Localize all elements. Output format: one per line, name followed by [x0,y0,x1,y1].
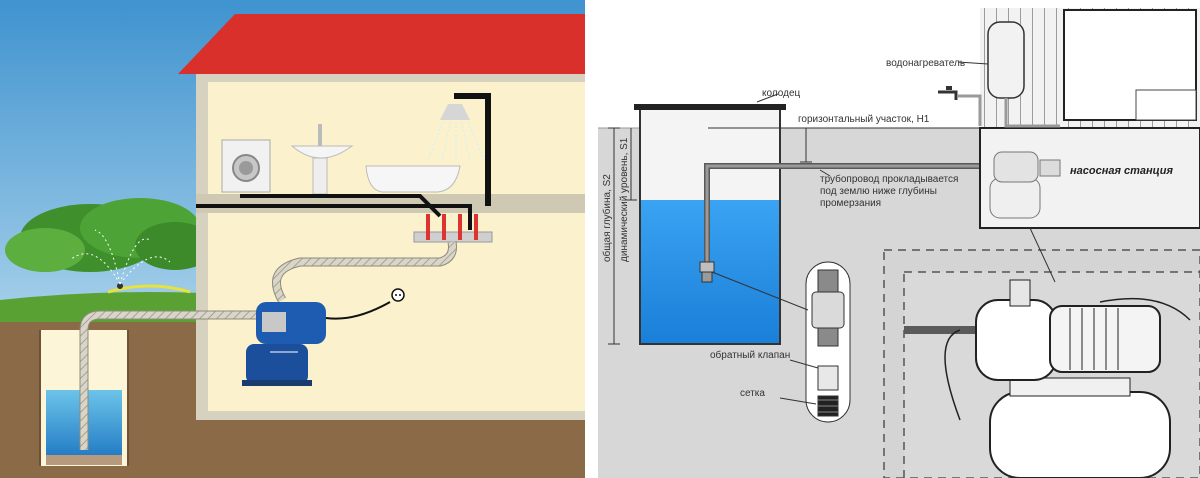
faucet-icon [318,124,322,146]
pump-station-small [989,151,1061,219]
label-strainer: сетка [740,388,765,399]
pump-tank [246,344,308,384]
power-plug-icon [391,288,405,302]
washing-machine [221,139,271,193]
label-water-heater: водонагреватель [886,58,965,69]
trees [5,198,215,272]
power-cable [325,301,391,320]
label-pump-station: насосная станция [1070,165,1173,177]
water-heater [957,21,1060,128]
hose [79,241,457,450]
bathtub [365,165,461,193]
sprinkler [69,229,191,294]
dimension-lines [608,93,980,345]
sink [290,124,354,195]
faucet-icon [938,86,982,126]
label-well: колодец [762,88,801,99]
label-pipeline-line3: промерзания [820,198,881,209]
shower-icon [427,93,491,206]
right-diagram: колодец водонагреватель горизонтальный у… [598,0,1200,478]
house-pipes [196,194,472,230]
label-check-valve: обратный клапан [710,349,790,361]
roof [178,14,585,74]
house [178,14,585,420]
pump-large [944,279,1191,478]
foot-valve [699,261,715,283]
left-illustration [0,0,585,478]
label-dynamic-level: динамический уровень, S1 [619,137,630,262]
label-total-depth: общая глубина, S2 [601,174,613,262]
label-pipeline-line1: трубопровод прокладывается [820,173,958,185]
pump [242,302,326,386]
label-pipeline-line2: под землю ниже глубины [820,185,937,197]
label-horizontal-section: горизонтальный участок, H1 [798,114,930,125]
check-valve-detail [711,261,851,423]
